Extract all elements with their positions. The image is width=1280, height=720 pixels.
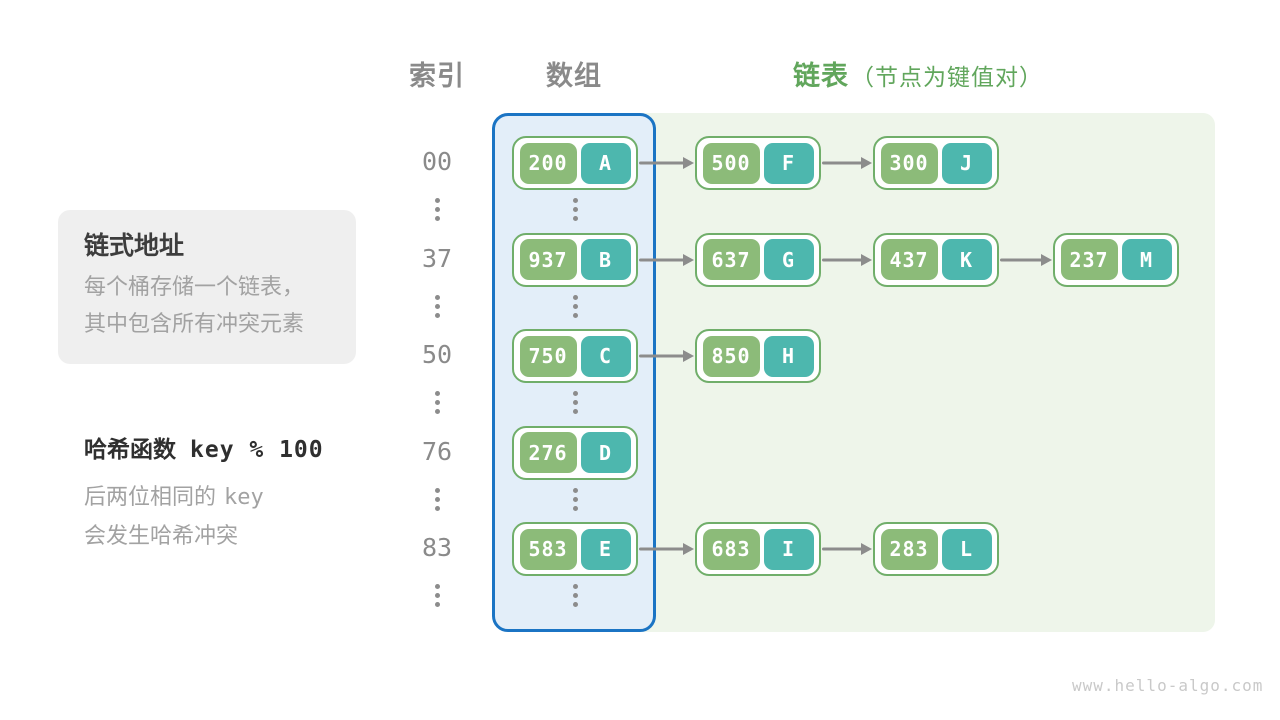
linked-list-note: （节点为键值对） <box>851 64 1043 90</box>
chaining-info-box: 链式地址 每个桶存储一个链表， 其中包含所有冲突元素 <box>58 210 356 364</box>
arrow-connector <box>822 541 872 557</box>
key-cell: 300 <box>880 142 938 184</box>
hash-desc-line2: 会发生哈希冲突 <box>84 523 239 548</box>
linked-list-label: 链表 <box>793 61 849 91</box>
value-cell: J <box>941 142 992 184</box>
vertical-ellipsis <box>572 198 578 225</box>
vertical-ellipsis <box>434 584 440 611</box>
key-cell: 683 <box>702 528 760 570</box>
hash-function-code: key % 100 <box>190 437 324 463</box>
key-cell: 237 <box>1060 239 1118 280</box>
value-cell: E <box>580 528 631 570</box>
bucket-index: 37 <box>421 243 453 273</box>
vertical-ellipsis <box>572 487 578 515</box>
bucket-index: 76 <box>421 436 453 466</box>
value-cell: D <box>580 432 631 473</box>
key-cell: 850 <box>702 335 760 377</box>
key-cell: 200 <box>519 142 577 184</box>
value-cell: A <box>580 142 631 184</box>
column-header-linked-list: 链表 （节点为键值对） <box>793 54 1223 93</box>
info-box-line-2: 其中包含所有冲突元素 <box>84 311 305 336</box>
vertical-ellipsis <box>434 391 440 418</box>
value-cell: I <box>763 528 814 570</box>
vertical-ellipsis <box>572 584 578 611</box>
hash-desc-prefix: 后两位相同的 <box>84 484 217 509</box>
value-cell: M <box>1121 239 1172 280</box>
vertical-ellipsis <box>434 198 440 225</box>
arrow-connector <box>822 252 872 268</box>
value-cell: L <box>941 528 992 570</box>
vertical-ellipsis <box>434 294 440 322</box>
bucket-index: 50 <box>421 340 453 369</box>
value-cell: H <box>763 335 814 377</box>
hash-function-label: 哈希函数 <box>84 436 176 462</box>
hash-desc-code: key <box>224 485 264 510</box>
arrow-connector <box>639 155 694 171</box>
key-cell: 500 <box>702 142 760 184</box>
key-cell: 283 <box>880 528 938 570</box>
bucket-index: 00 <box>421 147 453 176</box>
key-cell: 750 <box>519 335 577 377</box>
value-cell: F <box>763 142 814 184</box>
key-cell: 437 <box>880 239 938 280</box>
value-cell: C <box>580 335 631 377</box>
vertical-ellipsis <box>572 294 578 322</box>
arrow-connector <box>822 155 872 171</box>
key-cell: 276 <box>519 432 577 473</box>
arrow-connector <box>1000 252 1052 268</box>
key-cell: 583 <box>519 528 577 570</box>
arrow-connector <box>639 252 694 268</box>
hash-function-note: 哈希函数 key % 100 后两位相同的 key 会发生哈希冲突 <box>84 430 324 555</box>
value-cell: B <box>580 239 631 280</box>
vertical-ellipsis <box>572 391 578 418</box>
value-cell: G <box>763 239 814 280</box>
bucket-index: 83 <box>421 533 453 562</box>
watermark: www.hello-algo.com <box>1072 676 1264 695</box>
column-header-array: 数组 <box>546 61 602 91</box>
arrow-connector <box>639 348 694 364</box>
key-cell: 637 <box>702 239 760 280</box>
info-box-title: 链式地址 <box>84 232 185 260</box>
value-cell: K <box>941 239 992 280</box>
key-cell: 937 <box>519 239 577 280</box>
vertical-ellipsis <box>434 487 440 515</box>
column-header-index: 索引 <box>409 61 465 91</box>
info-box-line-1: 每个桶存储一个链表， <box>84 274 305 299</box>
arrow-connector <box>639 541 694 557</box>
